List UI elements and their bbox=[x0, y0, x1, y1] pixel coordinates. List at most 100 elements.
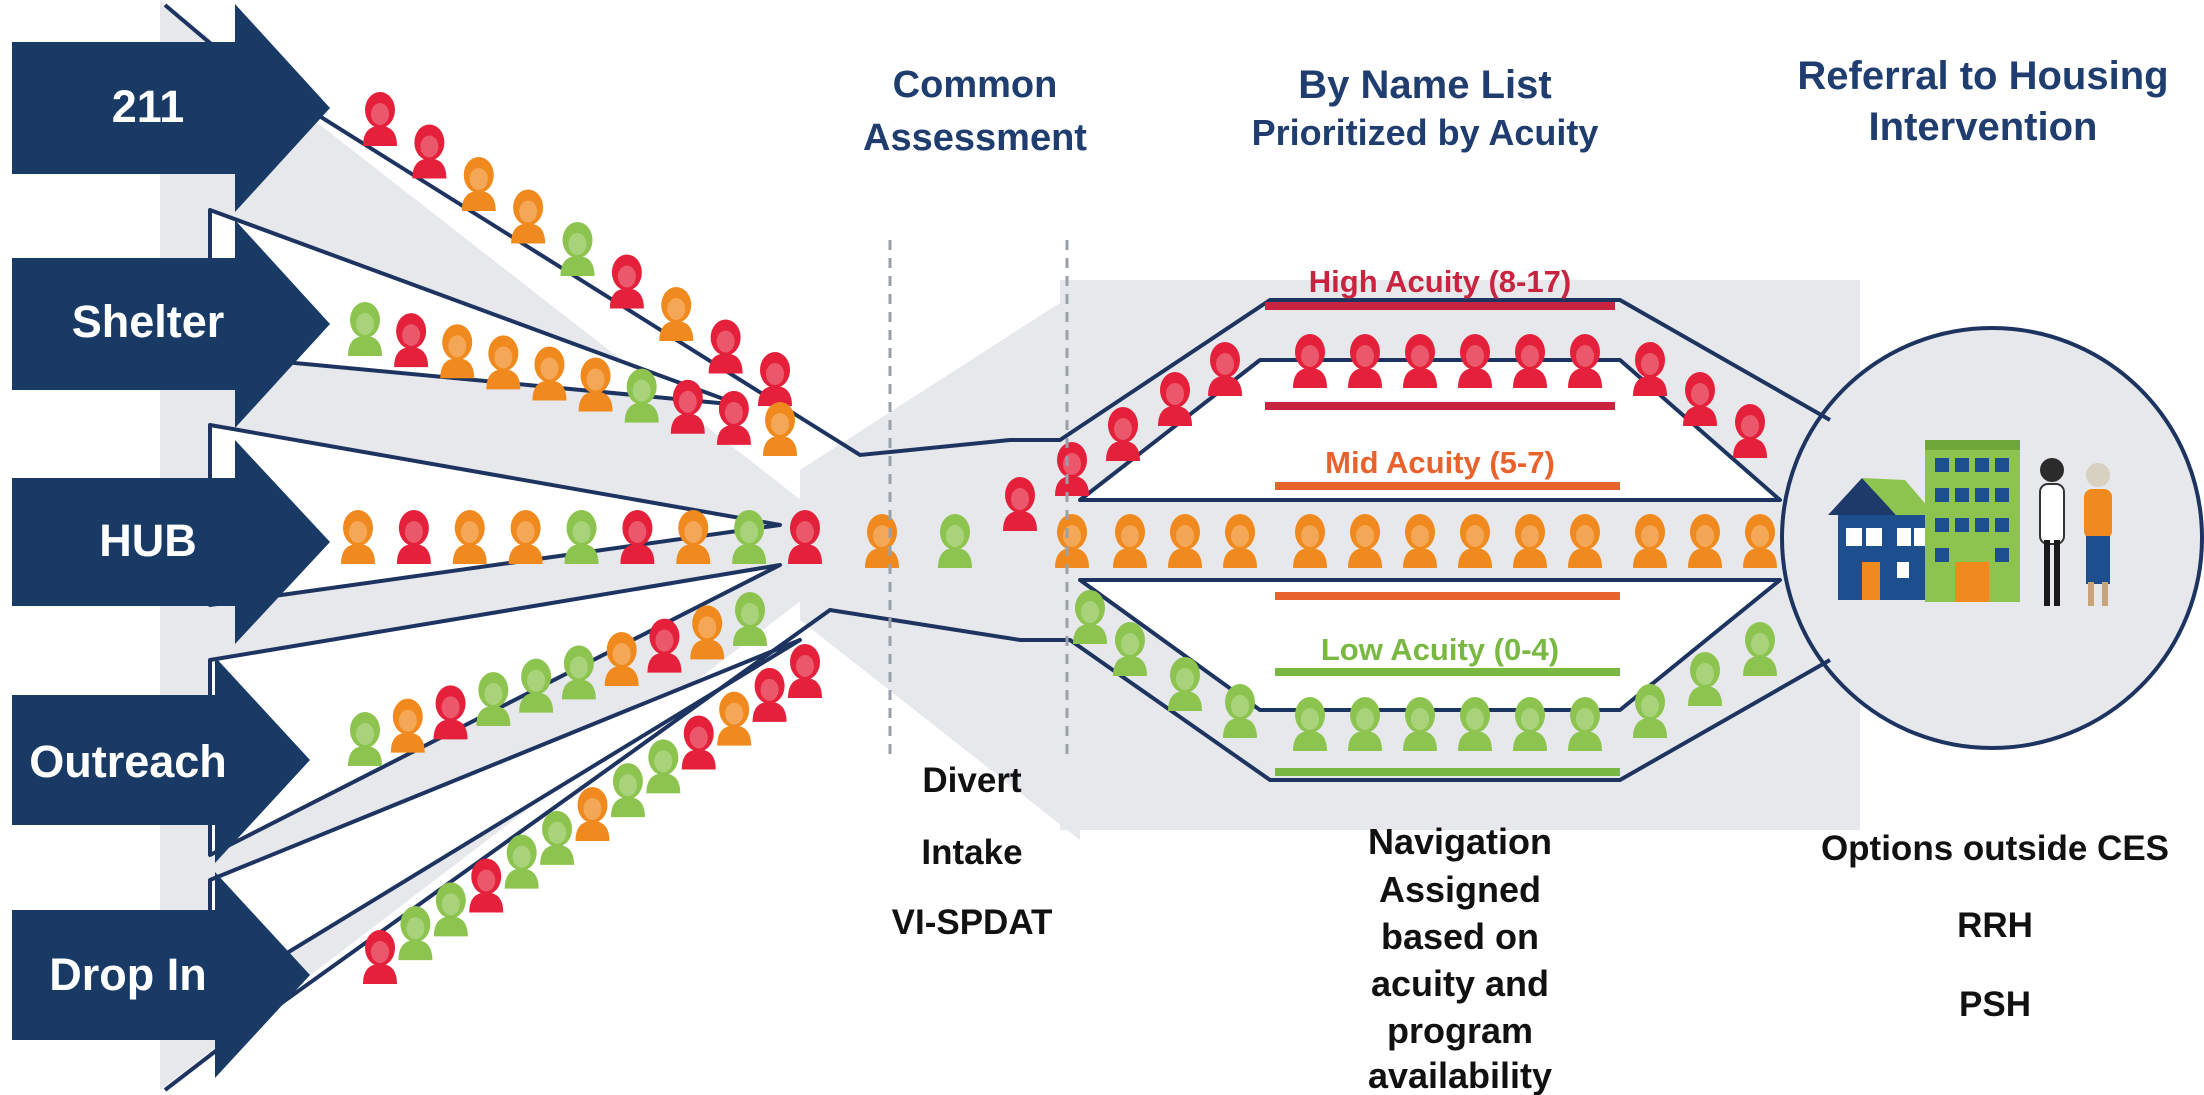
person-icon bbox=[461, 157, 496, 211]
person-icon bbox=[519, 658, 554, 713]
people-icon bbox=[2039, 458, 2112, 606]
person-icon bbox=[670, 379, 705, 434]
person-icon bbox=[1513, 514, 1547, 568]
step-vi-spdat: VI-SPDAT bbox=[892, 903, 1053, 942]
navigation-line-3: based on bbox=[1381, 916, 1539, 957]
person-icon bbox=[676, 510, 711, 564]
mid-acuity-top-bar bbox=[1275, 482, 1620, 490]
person-icon bbox=[1688, 652, 1722, 706]
person-icon bbox=[1568, 334, 1602, 388]
source-arrow-1 bbox=[12, 220, 330, 428]
person-icon bbox=[394, 313, 429, 368]
person-icon bbox=[1733, 404, 1767, 458]
person-icon bbox=[1633, 684, 1667, 738]
navigation-line-2: Assigned bbox=[1379, 869, 1541, 910]
person-icon bbox=[1568, 514, 1602, 568]
person-icon bbox=[733, 592, 767, 646]
assessment-header-line-2: Assessment bbox=[863, 117, 1087, 159]
person-icon bbox=[564, 510, 599, 564]
person-icon bbox=[341, 510, 375, 564]
step-divert: Divert bbox=[922, 761, 1022, 800]
person-icon bbox=[561, 645, 596, 700]
person-icon bbox=[788, 510, 822, 564]
low-acuity-label: Low Acuity (0-4) bbox=[1321, 632, 1559, 667]
person-icon bbox=[1633, 514, 1667, 568]
person-icon bbox=[752, 667, 787, 722]
person-icon bbox=[610, 763, 645, 818]
high-acuity-top-bar bbox=[1265, 302, 1615, 310]
high-acuity-bottom-bar bbox=[1265, 402, 1615, 410]
referral-header-line-1: Referral to Housing bbox=[1797, 54, 2168, 98]
person-icon bbox=[469, 858, 504, 913]
person-icon bbox=[396, 510, 431, 564]
person-icon bbox=[1168, 514, 1202, 568]
source-arrow-3 bbox=[12, 657, 310, 863]
low-acuity-top-bar bbox=[1275, 668, 1620, 676]
person-icon bbox=[1073, 590, 1107, 644]
person-icon bbox=[1113, 514, 1147, 568]
person-icon bbox=[398, 906, 433, 961]
low-acuity-bottom-bar bbox=[1275, 768, 1620, 776]
person-icon bbox=[1513, 334, 1547, 388]
person-icon bbox=[1158, 372, 1192, 426]
text-labels: 211 Shelter HUB Outreach Drop In Common … bbox=[29, 54, 2169, 1095]
assessment-boundaries bbox=[888, 240, 1069, 760]
source-label-shelter: Shelter bbox=[72, 296, 225, 347]
source-label-hub: HUB bbox=[99, 515, 197, 566]
person-icon bbox=[865, 514, 899, 568]
person-icon bbox=[1208, 342, 1242, 396]
person-icon bbox=[1168, 657, 1202, 711]
person-icon bbox=[1458, 514, 1492, 568]
person-icon bbox=[1106, 407, 1140, 461]
person-icon bbox=[690, 605, 725, 660]
person-icon bbox=[620, 510, 655, 564]
person-icon bbox=[1683, 372, 1717, 426]
person-icon bbox=[1055, 514, 1089, 568]
source-arrow-2 bbox=[12, 440, 330, 644]
person-icon bbox=[452, 510, 487, 564]
person-icon bbox=[1458, 334, 1492, 388]
housing-option-outside-ces: Options outside CES bbox=[1821, 829, 2169, 868]
person-icon bbox=[604, 632, 639, 686]
person-icon bbox=[1403, 697, 1437, 751]
person-icon bbox=[708, 319, 743, 374]
person-icon bbox=[646, 739, 681, 794]
person-icon bbox=[1348, 334, 1382, 388]
navigation-line-4: acuity and bbox=[1371, 963, 1549, 1004]
person-icon bbox=[1743, 514, 1777, 568]
source-label-drop-in: Drop In bbox=[49, 949, 206, 1000]
person-icon bbox=[1458, 697, 1492, 751]
person-icon bbox=[1293, 514, 1327, 568]
housing-option-psh: PSH bbox=[1959, 985, 2031, 1024]
person-icon bbox=[758, 352, 792, 406]
person-icon bbox=[1633, 342, 1667, 396]
person-icon bbox=[511, 189, 546, 244]
person-icon bbox=[1223, 684, 1257, 738]
mid-acuity-bottom-bar bbox=[1275, 592, 1620, 600]
person-icon bbox=[1348, 514, 1382, 568]
person-icon bbox=[1513, 697, 1547, 751]
step-intake: Intake bbox=[921, 833, 1022, 872]
housing-option-rrh: RRH bbox=[1957, 906, 2033, 945]
people-figures bbox=[341, 92, 1777, 984]
assessment-header-line-1: Common bbox=[893, 64, 1058, 106]
person-icon bbox=[560, 222, 595, 276]
source-arrow-0 bbox=[12, 4, 330, 212]
source-arrow-4 bbox=[12, 872, 310, 1078]
person-icon bbox=[716, 390, 751, 445]
mid-acuity-label: Mid Acuity (5-7) bbox=[1325, 445, 1555, 480]
person-icon bbox=[412, 124, 447, 179]
person-icon bbox=[647, 618, 682, 673]
person-icon bbox=[1293, 697, 1327, 751]
person-icon bbox=[440, 324, 475, 379]
apartment-building-icon bbox=[1925, 440, 2020, 602]
acuity-bars bbox=[1265, 302, 1620, 776]
navigation-line-1: Navigation bbox=[1368, 821, 1552, 862]
person-icon bbox=[363, 92, 397, 146]
person-icon bbox=[732, 510, 767, 564]
person-icon bbox=[1293, 334, 1327, 388]
person-icon bbox=[433, 685, 468, 740]
person-icon bbox=[348, 302, 382, 356]
